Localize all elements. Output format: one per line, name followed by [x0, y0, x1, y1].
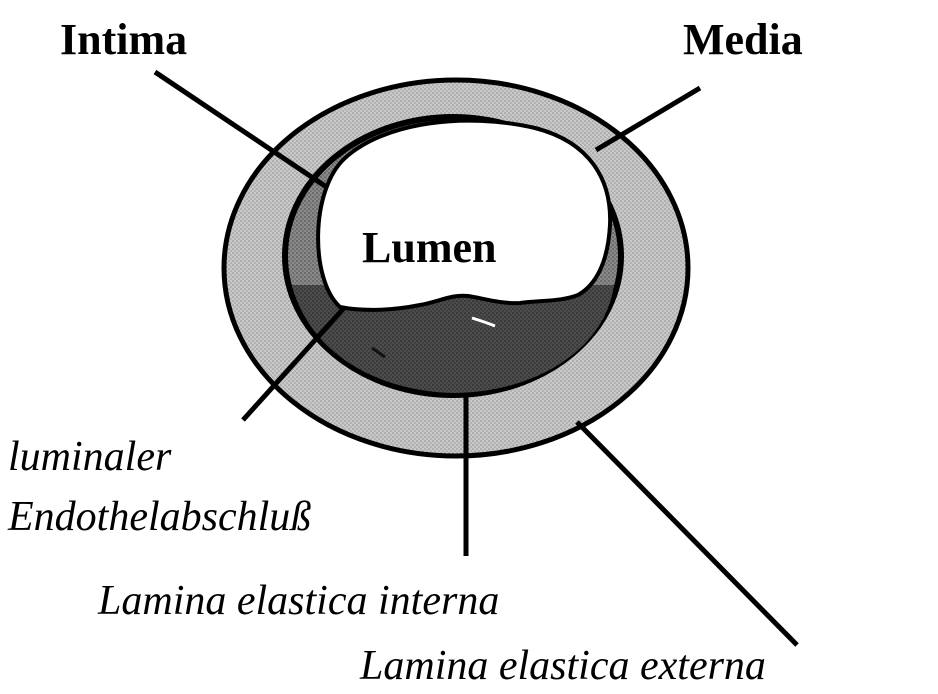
label-endothelabschluss: Endothelabschluß [8, 496, 311, 538]
label-media: Media [683, 18, 803, 62]
label-lumen: Lumen [362, 226, 496, 270]
lamina-externa-leader-line [577, 422, 797, 645]
label-luminaler: luminaler [8, 436, 171, 478]
media-leader-line [596, 88, 700, 150]
label-lamina-elastica-interna: Lamina elastica interna [98, 580, 499, 622]
label-intima: Intima [60, 18, 187, 62]
label-lamina-elastica-externa: Lamina elastica externa [360, 645, 766, 687]
lumen-area [318, 121, 610, 310]
